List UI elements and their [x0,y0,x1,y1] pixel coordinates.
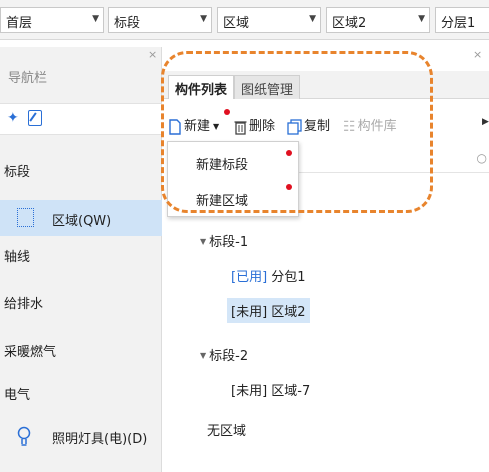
badge-dot [286,184,292,190]
tree-node-label: 区域2 [271,305,306,320]
nav-item-section[interactable]: 标段 [0,155,162,185]
region-value: 区域 [223,16,250,31]
region-icon [17,208,34,227]
tab-drawing-management[interactable]: 图纸管理 [234,75,301,99]
new-button-label: 新建 [184,119,211,134]
copy-icon [287,118,302,135]
tree-node-label: 标段-1 [209,235,249,250]
caret-down-icon[interactable]: ▼ [200,237,207,246]
component-panel: × 构件列表 图纸管理 新建▼ 删除 复制 ☷构件库 [162,47,489,472]
tree-node-section1[interactable]: ▼标段-1 [200,231,248,250]
library-icon: ☷ [343,118,356,135]
nav-item-heating-gas[interactable]: 采暖燃气 [0,335,162,365]
lightbulb-icon [17,426,31,446]
floor-value: 首层 [6,16,33,31]
nav-item-label: 标段 [4,165,31,180]
tree-node-area7[interactable]: [未用] 区域-7 [231,380,310,399]
floor-dropdown[interactable]: 首层 ▼ [0,7,104,33]
status-tag: [未用] [231,305,268,320]
close-icon[interactable]: × [148,48,158,61]
new-dropdown-menu: 新建标段 新建区域 [167,141,299,217]
close-icon[interactable]: × [473,48,483,61]
region-dropdown[interactable]: 区域 ▼ [217,7,321,33]
edit-icon[interactable] [28,110,42,126]
delete-button-label: 删除 [249,119,276,134]
region2-value: 区域2 [332,16,367,31]
nav-item-axis[interactable]: 轴线 [0,240,162,270]
nav-item-region[interactable]: 区域(QW) [0,200,162,236]
component-library-button[interactable]: ☷构件库 [343,115,397,135]
nav-item-lighting[interactable]: 照明灯具(电)(D) [0,422,162,452]
search-icon[interactable]: ○ [476,151,487,165]
nav-toolbar: ✦ [0,103,162,135]
chevron-right-icon[interactable]: ▶ [482,117,489,127]
component-toolbar: 新建▼ 删除 复制 ☷构件库 [162,109,489,139]
nav-item-label: 区域(QW) [52,214,112,229]
panel-tabs: 构件列表 图纸管理 [162,71,489,99]
menu-item-new-region[interactable]: 新建区域 [196,194,249,209]
trash-icon [234,120,247,135]
layer-dropdown[interactable]: 分层1 [435,7,489,33]
nav-item-label: 轴线 [4,250,31,265]
chevron-down-icon: ▼ [309,14,316,24]
tab-component-list[interactable]: 构件列表 [168,75,235,99]
nav-item-label: 给排水 [4,297,44,312]
badge-dot [224,109,230,115]
top-filter-bar: 首层 ▼ 标段 ▼ 区域 ▼ 区域2 ▼ 分层1 [0,0,489,40]
tree-node-area2[interactable]: [未用] 区域2 [227,298,310,323]
nav-title: 导航栏 [8,71,48,86]
navigation-panel: × 导航栏 ✦ 标段 区域(QW) 轴线 给排水 采暖燃气 电气 照明灯具(电)… [0,47,162,472]
section-dropdown[interactable]: 标段 ▼ [108,7,212,33]
tree-node-label: 标段-2 [209,349,249,364]
status-tag: [未用] [231,384,268,399]
nav-item-drainage[interactable]: 给排水 [0,287,162,317]
delete-button[interactable]: 删除 [234,115,275,135]
tree-node-label: 区域-7 [271,384,311,399]
menu-item-new-section[interactable]: 新建标段 [196,158,249,173]
library-button-label: 构件库 [357,119,397,134]
region2-dropdown[interactable]: 区域2 ▼ [326,7,430,33]
tree-node-label: 分包1 [271,270,306,285]
copy-button[interactable]: 复制 [287,115,330,135]
status-tag: [已用] [231,270,268,285]
tree-node-no-area[interactable]: 无区域 [207,420,246,439]
nav-item-label: 电气 [4,388,31,403]
tree-node-section2[interactable]: ▼标段-2 [200,345,248,364]
section-value: 标段 [114,16,141,31]
chevron-down-icon: ▼ [418,14,425,24]
search-row[interactable]: ○ [298,147,489,173]
badge-dot [286,150,292,156]
new-file-icon [169,118,181,135]
chevron-down-icon: ▼ [200,14,207,24]
nav-item-label: 照明灯具(电)(D) [52,432,148,447]
new-button[interactable]: 新建▼ [168,115,219,135]
nav-item-label: 采暖燃气 [4,345,57,360]
chevron-down-icon: ▼ [213,122,220,131]
nav-item-electrical[interactable]: 电气 [0,378,162,408]
copy-button-label: 复制 [304,119,331,134]
layer-value: 分层1 [441,16,476,31]
caret-down-icon[interactable]: ▼ [200,351,207,360]
add-sparkle-icon[interactable]: ✦ [7,110,19,126]
tree-node-package1[interactable]: [已用] 分包1 [231,266,306,285]
tree-node-label: 无区域 [207,424,247,439]
chevron-down-icon: ▼ [92,14,99,24]
